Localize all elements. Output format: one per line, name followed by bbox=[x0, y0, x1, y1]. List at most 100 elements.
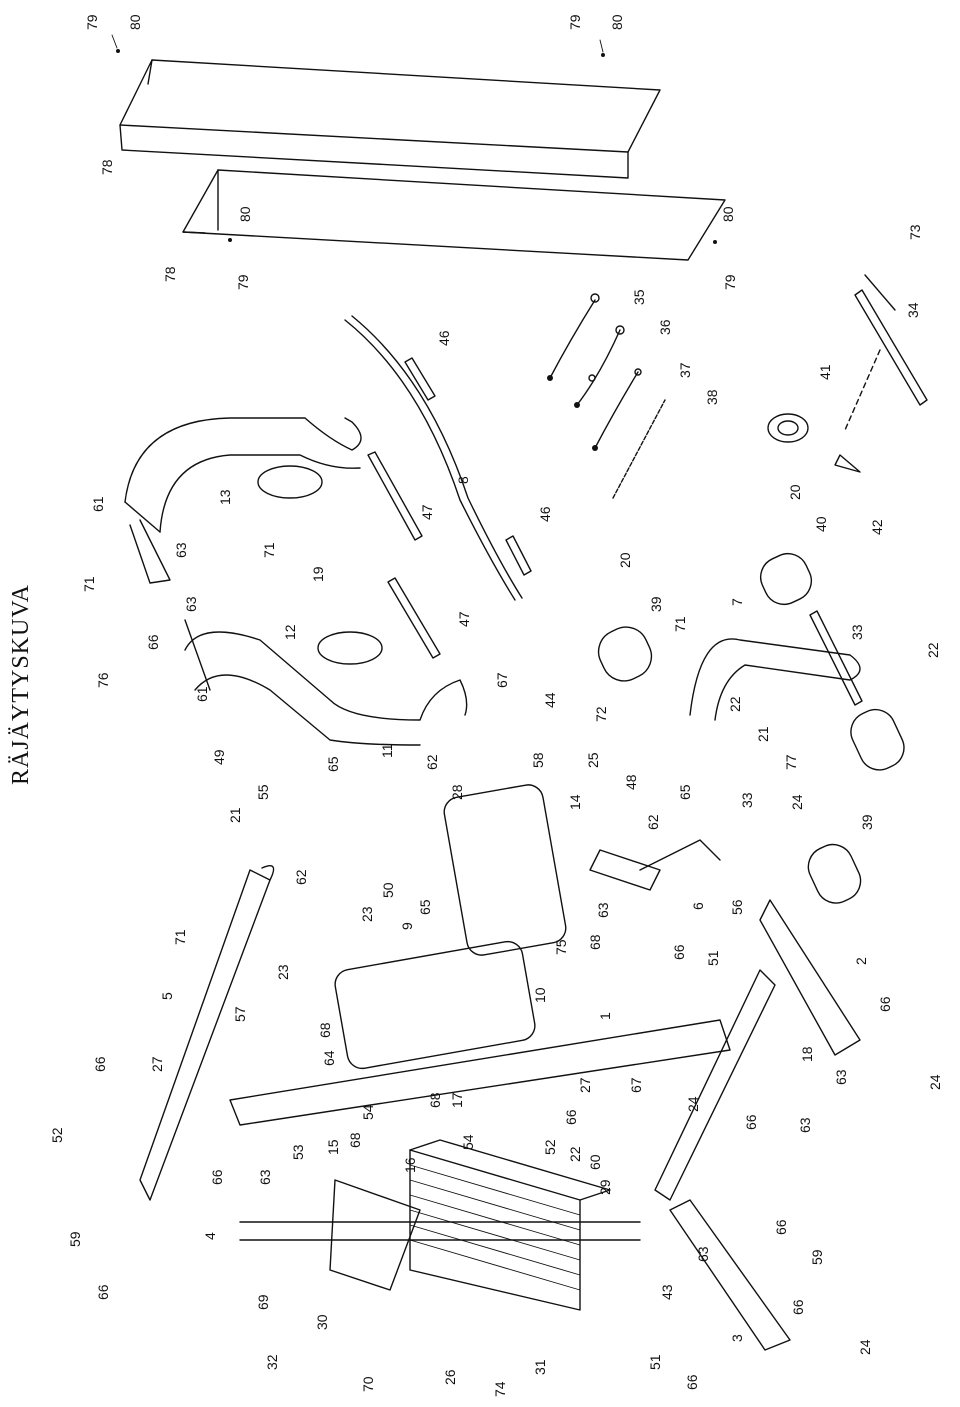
label-24b: 24 bbox=[927, 1074, 943, 1090]
label-63b: 63 bbox=[183, 596, 199, 612]
label-52b: 52 bbox=[542, 1139, 558, 1155]
label-22c: 22 bbox=[567, 1146, 583, 1162]
label-23a: 23 bbox=[359, 906, 375, 922]
label-76: 76 bbox=[95, 672, 111, 688]
label-64: 64 bbox=[321, 1050, 337, 1066]
label-80a: 80 bbox=[127, 14, 143, 30]
leg-arm-7 bbox=[597, 552, 905, 904]
main-frame bbox=[139, 839, 861, 1351]
label-15: 15 bbox=[325, 1139, 341, 1155]
label-48: 48 bbox=[623, 774, 639, 790]
label-66j: 66 bbox=[773, 1219, 789, 1235]
label-52a: 52 bbox=[49, 1127, 65, 1143]
label-47a: 47 bbox=[419, 504, 435, 520]
label-66e: 66 bbox=[92, 1056, 108, 1072]
label-66k: 66 bbox=[790, 1299, 806, 1315]
label-24c: 24 bbox=[685, 1096, 701, 1112]
label-33a: 33 bbox=[849, 624, 865, 640]
label-68a: 68 bbox=[587, 934, 603, 950]
label-8: 8 bbox=[455, 476, 471, 484]
label-72: 72 bbox=[593, 706, 609, 722]
label-66d: 66 bbox=[743, 1114, 759, 1130]
label-7: 7 bbox=[729, 598, 745, 606]
label-38: 38 bbox=[704, 389, 720, 405]
label-71d: 71 bbox=[172, 929, 188, 945]
part-labels: 79 80 79 80 78 78 80 79 80 79 73 34 41 4… bbox=[49, 14, 943, 1397]
label-22b: 22 bbox=[727, 696, 743, 712]
label-51a: 51 bbox=[705, 950, 721, 966]
label-66c: 66 bbox=[877, 996, 893, 1012]
label-37: 37 bbox=[677, 362, 693, 378]
label-65c: 65 bbox=[417, 899, 433, 915]
label-33b: 33 bbox=[739, 792, 755, 808]
label-68b: 68 bbox=[317, 1022, 333, 1038]
label-39a: 39 bbox=[648, 596, 664, 612]
label-4: 4 bbox=[202, 1232, 218, 1240]
label-71b: 71 bbox=[261, 542, 277, 558]
label-43: 43 bbox=[659, 1284, 675, 1300]
label-27b: 27 bbox=[577, 1077, 593, 1093]
label-23b: 23 bbox=[275, 964, 291, 980]
label-79b: 79 bbox=[567, 14, 583, 30]
label-63e: 63 bbox=[797, 1117, 813, 1133]
label-60: 60 bbox=[587, 1154, 603, 1170]
label-31: 31 bbox=[532, 1359, 548, 1375]
label-46b: 46 bbox=[537, 506, 553, 522]
label-44: 44 bbox=[542, 692, 558, 708]
label-21a: 21 bbox=[755, 726, 771, 742]
label-66a: 66 bbox=[145, 634, 161, 650]
label-46a: 46 bbox=[436, 330, 452, 346]
label-27a: 27 bbox=[149, 1056, 165, 1072]
label-24a: 24 bbox=[789, 794, 805, 810]
label-59a: 59 bbox=[67, 1231, 83, 1247]
label-32: 32 bbox=[264, 1354, 280, 1370]
label-53: 53 bbox=[290, 1144, 306, 1160]
label-75: 75 bbox=[553, 939, 569, 955]
label-63c: 63 bbox=[595, 902, 611, 918]
label-57: 57 bbox=[232, 1006, 248, 1022]
label-51b: 51 bbox=[647, 1354, 663, 1370]
arm-12 bbox=[184, 619, 468, 746]
label-29: 29 bbox=[597, 1179, 613, 1195]
label-66h: 66 bbox=[95, 1284, 111, 1300]
label-71a: 71 bbox=[81, 576, 97, 592]
label-58: 58 bbox=[530, 752, 546, 768]
label-1: 1 bbox=[597, 1012, 613, 1020]
label-16: 16 bbox=[402, 1157, 418, 1173]
label-6: 6 bbox=[690, 902, 706, 910]
label-62b: 62 bbox=[645, 814, 661, 830]
label-80b: 80 bbox=[609, 14, 625, 30]
label-79c: 79 bbox=[235, 274, 251, 290]
label-67a: 67 bbox=[494, 672, 510, 688]
label-74: 74 bbox=[492, 1381, 508, 1397]
label-50: 50 bbox=[380, 882, 396, 898]
label-79d: 79 bbox=[722, 274, 738, 290]
label-69: 69 bbox=[255, 1294, 271, 1310]
label-12: 12 bbox=[282, 624, 298, 640]
label-24d: 24 bbox=[857, 1339, 873, 1355]
label-79a: 79 bbox=[84, 14, 100, 30]
label-39b: 39 bbox=[859, 814, 875, 830]
label-61a: 61 bbox=[90, 496, 106, 512]
label-63a: 63 bbox=[173, 542, 189, 558]
seat-pads bbox=[334, 784, 567, 1070]
label-25: 25 bbox=[585, 752, 601, 768]
label-18: 18 bbox=[799, 1046, 815, 1062]
label-14: 14 bbox=[567, 794, 583, 810]
page-title: RÄJÄYTYSKUVA bbox=[8, 584, 34, 785]
label-61b: 61 bbox=[194, 686, 210, 702]
arm-13 bbox=[124, 417, 362, 584]
label-13: 13 bbox=[217, 489, 233, 505]
label-34: 34 bbox=[905, 302, 921, 318]
label-54b: 54 bbox=[460, 1134, 476, 1150]
label-80d: 80 bbox=[720, 206, 736, 222]
label-54a: 54 bbox=[360, 1104, 376, 1120]
label-3: 3 bbox=[729, 1334, 745, 1342]
label-62c: 62 bbox=[293, 869, 309, 885]
bars-group bbox=[344, 315, 532, 659]
label-55: 55 bbox=[255, 784, 271, 800]
label-65b: 65 bbox=[677, 784, 693, 800]
label-62a: 62 bbox=[424, 754, 440, 770]
